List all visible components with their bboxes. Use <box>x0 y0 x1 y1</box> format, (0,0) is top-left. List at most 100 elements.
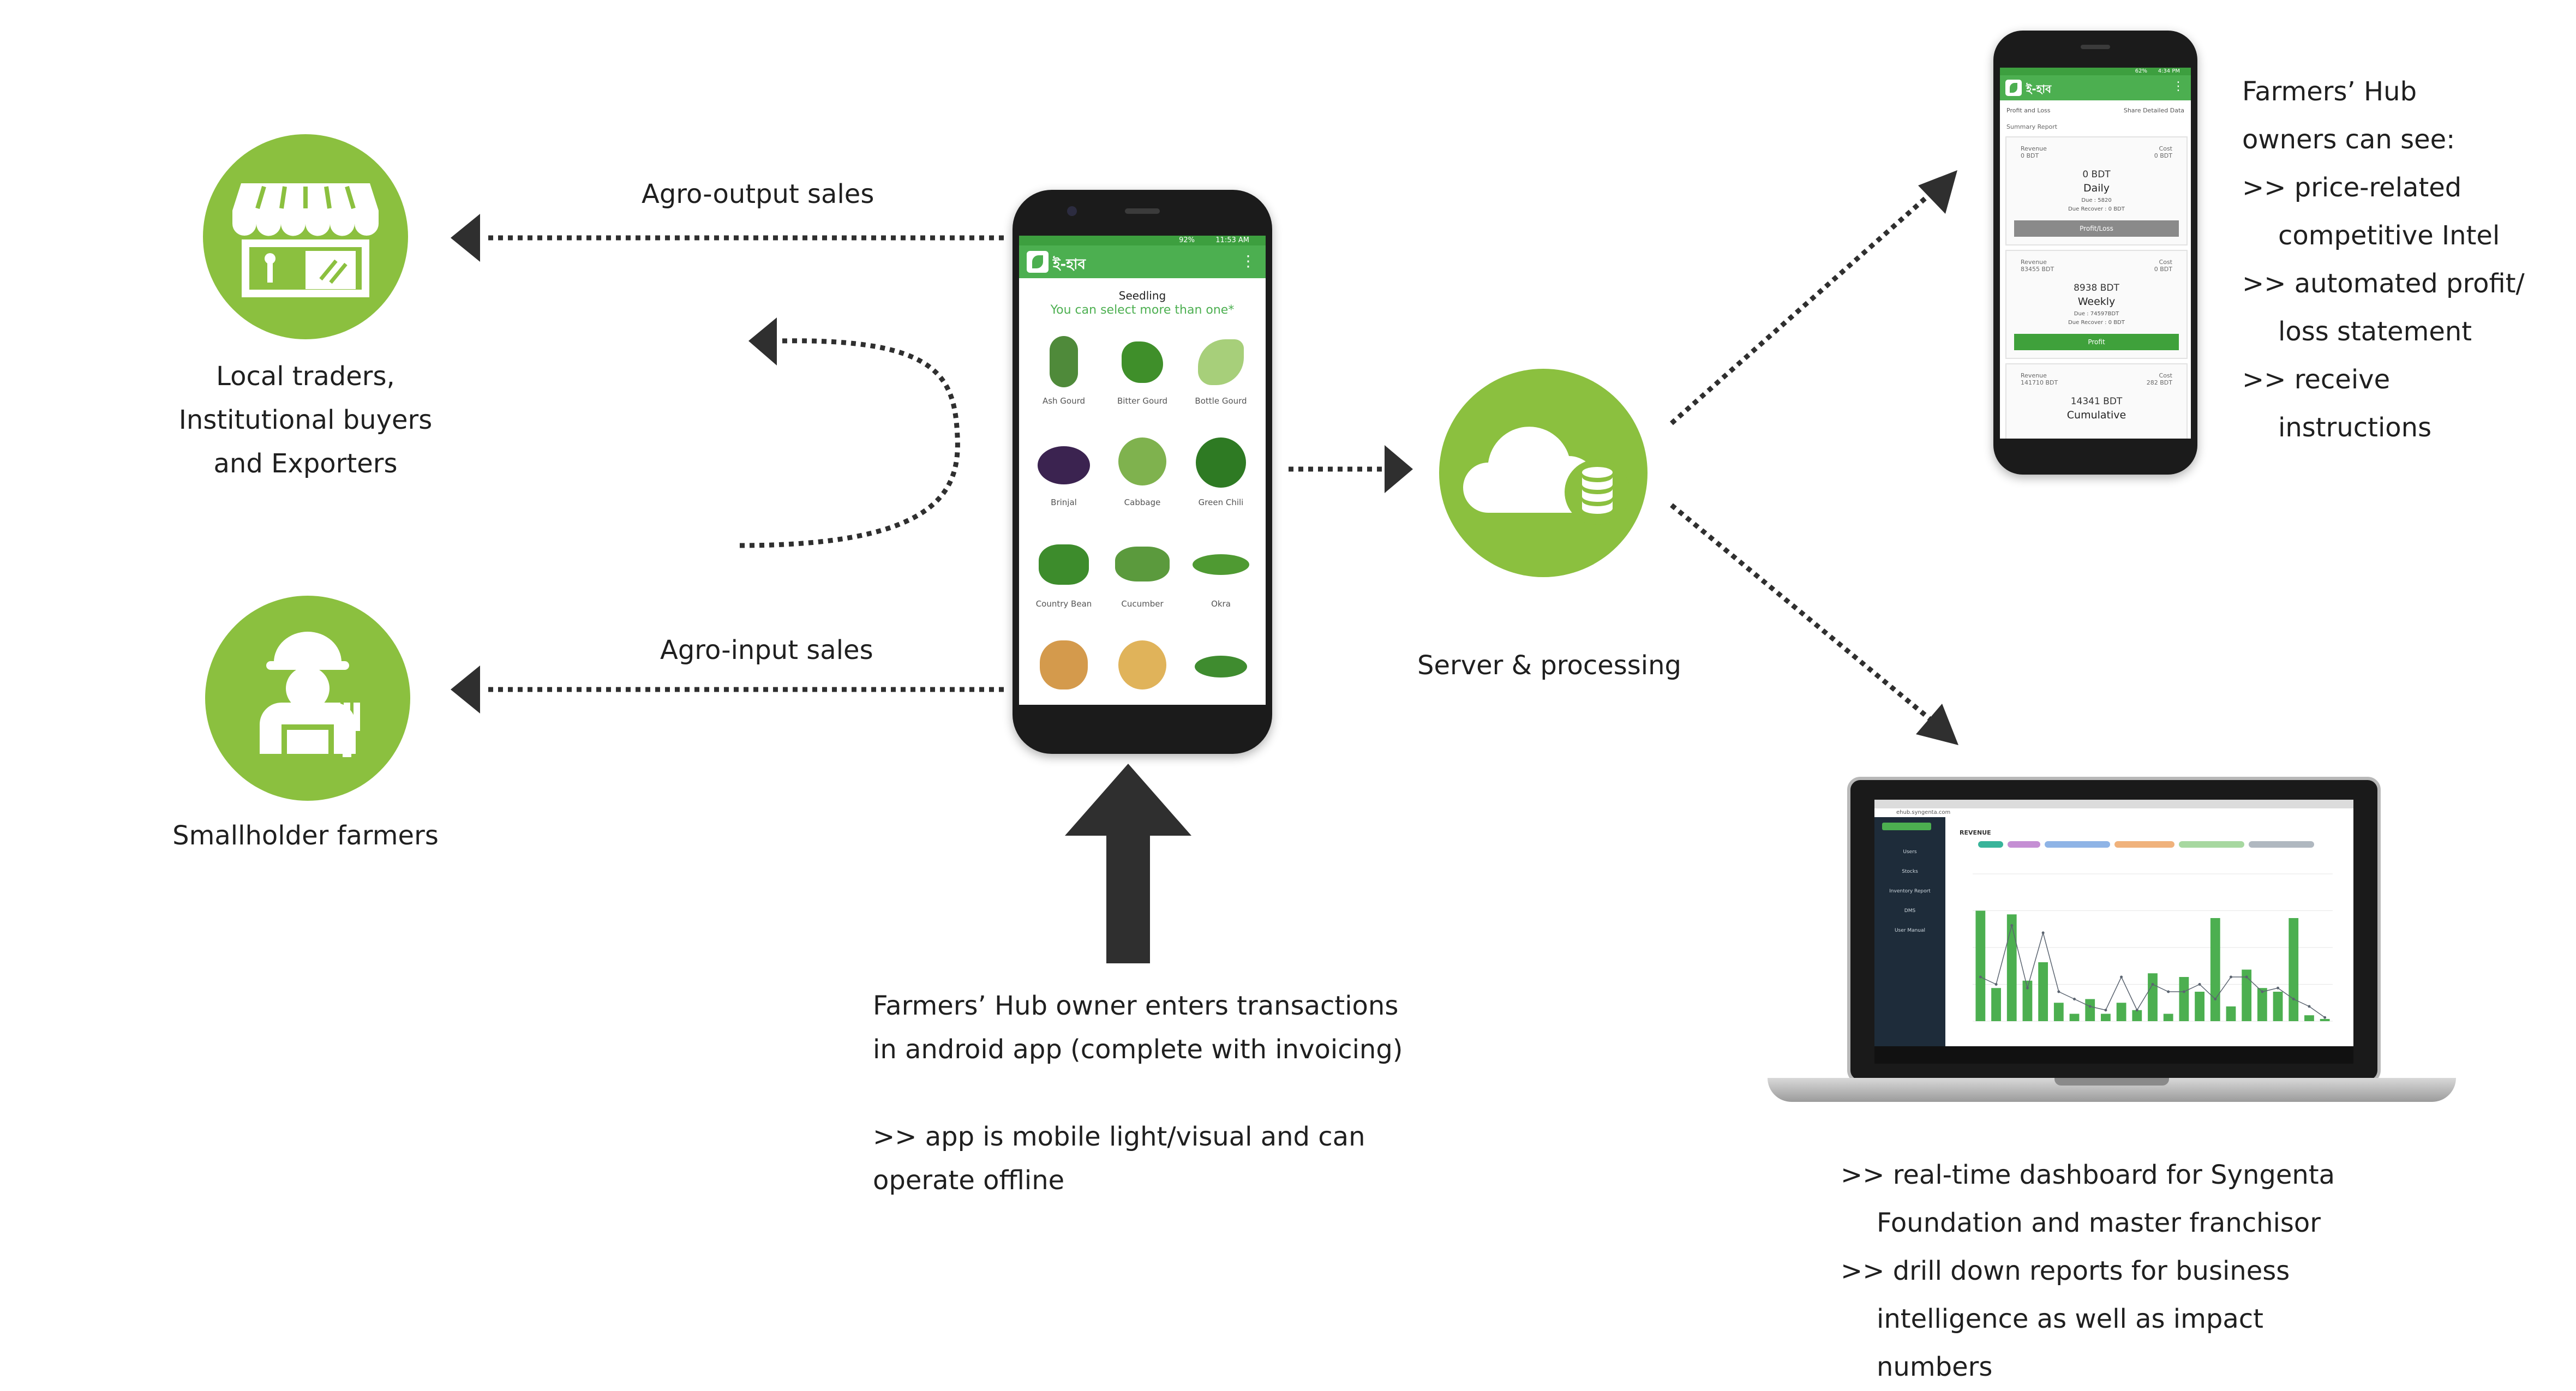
trend-point[interactable] <box>2041 931 2045 934</box>
card-button-profit-loss[interactable]: Profit/Loss <box>2014 220 2179 237</box>
server-to-dashboard-arrowhead <box>1916 704 1958 745</box>
revenue-heading: REVENUE <box>1960 829 1991 836</box>
filter-pill[interactable] <box>2179 841 2244 848</box>
sidebar-item-dms[interactable]: DMS <box>1904 908 1916 914</box>
revenue-bar[interactable] <box>2273 992 2283 1021</box>
trend-point[interactable] <box>2261 990 2264 993</box>
revenue-bar[interactable] <box>2053 1003 2064 1021</box>
revenue-bar[interactable] <box>2038 962 2048 1021</box>
dashboard-note-line-5: numbers <box>1877 1352 1993 1382</box>
item-brinjal[interactable]: Brinjal <box>1027 427 1101 525</box>
trend-point[interactable] <box>2323 1016 2327 1019</box>
item-ash-gourd[interactable]: Ash Gourd <box>1027 325 1101 423</box>
revenue-bar[interactable] <box>2163 1014 2173 1022</box>
phone-camera <box>1067 206 1077 216</box>
revenue-bar[interactable] <box>2304 1015 2314 1021</box>
trend-point[interactable] <box>2057 990 2060 993</box>
trend-point[interactable] <box>1979 975 1982 979</box>
revenue-bar[interactable] <box>2195 992 2204 1021</box>
trend-point[interactable] <box>2167 990 2170 993</box>
card-total: 0 BDT <box>2082 169 2111 180</box>
brinjal-image <box>1038 446 1090 484</box>
trend-point[interactable] <box>2277 986 2280 990</box>
trend-point[interactable] <box>2292 998 2295 1000</box>
item-groundnut[interactable] <box>1027 629 1101 705</box>
trend-point[interactable] <box>2245 975 2248 979</box>
revenue-bar[interactable] <box>2257 988 2267 1021</box>
trend-point[interactable] <box>2010 924 2014 927</box>
overflow-menu-icon[interactable]: ⋮ <box>1241 252 1256 270</box>
item-label: Cucumber <box>1121 599 1164 609</box>
dashboard-note-line-1: >> real-time dashboard for Syngenta <box>1841 1160 2335 1190</box>
item-label: Ash Gourd <box>1042 396 1086 406</box>
item-label: Bitter Gourd <box>1117 396 1168 406</box>
tab-share-data[interactable]: Share Detailed Data <box>2123 107 2184 114</box>
revenue-bar[interactable] <box>2289 918 2299 1021</box>
revenue-bar[interactable] <box>2132 1010 2142 1021</box>
trend-point[interactable] <box>2151 983 2154 986</box>
revenue-bar[interactable] <box>2116 1003 2126 1021</box>
item-cabbage[interactable]: Cabbage <box>1105 427 1179 525</box>
card-period: Cumulative <box>2066 409 2126 421</box>
trend-point[interactable] <box>2088 1005 2092 1008</box>
revenue-bar[interactable] <box>2085 999 2095 1022</box>
report-overflow-menu-icon[interactable]: ⋮ <box>2172 80 2184 93</box>
trend-point[interactable] <box>2182 990 2185 993</box>
item-label: Cabbage <box>1124 497 1161 507</box>
revenue-bar[interactable] <box>2101 1014 2111 1022</box>
card-button-profit[interactable]: Profit <box>2014 334 2179 350</box>
card-cost-value: 0 BDT <box>2154 152 2172 159</box>
trend-point[interactable] <box>2026 986 2029 990</box>
item-country-bean[interactable]: Country Bean <box>1027 528 1101 626</box>
trend-point[interactable] <box>2073 998 2076 1000</box>
trend-point[interactable] <box>2120 975 2123 979</box>
server-label: Server & processing <box>1417 650 1682 681</box>
report-subtitle: Summary Report <box>2006 123 2058 130</box>
owners-note: Farmers’ Hub owners can see: >> price-re… <box>2242 68 2525 452</box>
revenue-bar[interactable] <box>2006 914 2017 1021</box>
revenue-bar[interactable] <box>2022 980 2033 1021</box>
card-due: Due : 74597BDT <box>2074 311 2119 317</box>
filter-pill[interactable] <box>2045 841 2110 848</box>
sidebar-item-stocks[interactable]: Stocks <box>1902 869 1918 874</box>
browser-address-bar[interactable]: ehub.syngenta.com <box>1874 808 2353 818</box>
report-app-title: ই-হাব <box>2026 82 2052 95</box>
filter-pill[interactable] <box>2008 841 2040 848</box>
revenue-bar[interactable] <box>2148 973 2158 1021</box>
item-potato[interactable] <box>1105 629 1179 705</box>
report-app-logo-icon <box>2005 80 2022 96</box>
item-bottle-gourd[interactable]: Bottle Gourd <box>1184 325 1258 423</box>
filter-pill[interactable] <box>1978 841 2003 848</box>
trend-point[interactable] <box>1994 983 1998 986</box>
revenue-bar[interactable] <box>2069 1014 2080 1022</box>
trend-point[interactable] <box>2214 998 2217 1000</box>
dashboard-logo <box>1882 823 1931 830</box>
trend-point[interactable] <box>2229 975 2232 979</box>
item-label: Bottle Gourd <box>1195 396 1247 406</box>
sidebar-item-users[interactable]: Users <box>1903 849 1917 855</box>
revenue-bar[interactable] <box>2320 1018 2330 1021</box>
groundnut-image <box>1040 640 1088 689</box>
item-green-chili[interactable]: Green Chili <box>1184 427 1258 525</box>
item-bitter-gourd[interactable]: Bitter Gourd <box>1105 325 1179 423</box>
item-pointed-gourd[interactable] <box>1184 629 1258 705</box>
trend-point[interactable] <box>2198 983 2201 986</box>
report-phone-speaker <box>2081 45 2110 49</box>
sidebar-item-user-manual[interactable]: User Manual <box>1894 928 1926 933</box>
revenue-bar[interactable] <box>2210 918 2220 1021</box>
revenue-bar[interactable] <box>2179 977 2189 1021</box>
card-period: Weekly <box>2077 296 2116 308</box>
revenue-bar[interactable] <box>2226 1006 2236 1021</box>
revenue-bar[interactable] <box>1975 910 1986 1022</box>
revenue-bar[interactable] <box>1991 988 2001 1021</box>
tab-profit-loss[interactable]: Profit and Loss <box>2006 107 2051 114</box>
trend-point[interactable] <box>2135 1009 2138 1012</box>
filter-pill[interactable] <box>2249 841 2314 848</box>
revenue-bar[interactable] <box>2242 969 2252 1022</box>
sidebar-item-inventory-report[interactable]: Inventory Report <box>1889 889 1931 894</box>
trend-point[interactable] <box>2308 1005 2311 1008</box>
filter-pill[interactable] <box>2114 841 2174 848</box>
item-cucumber[interactable]: Cucumber <box>1105 528 1179 626</box>
trend-point[interactable] <box>2104 1009 2107 1012</box>
item-okra[interactable]: Okra <box>1184 528 1258 626</box>
